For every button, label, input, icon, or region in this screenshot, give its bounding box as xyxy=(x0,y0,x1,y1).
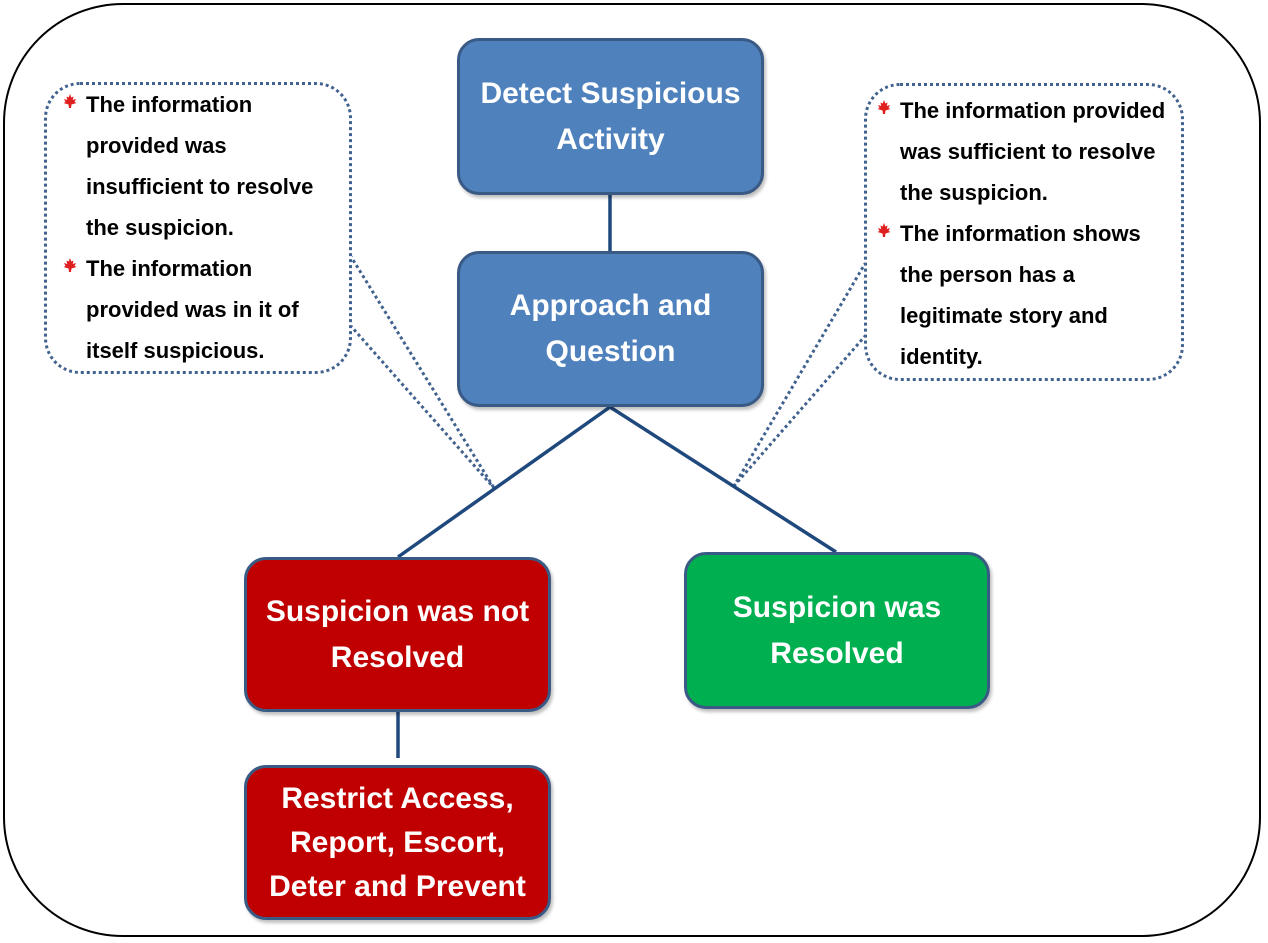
right-callout-list: The information provided was sufficient … xyxy=(876,90,1176,377)
resolved-node-label: Suspicion was Resolved xyxy=(732,590,942,670)
restrict-access-node: Restrict Access, Report, Escort, Deter a… xyxy=(244,765,551,920)
detect-node-label: Detect Suspicious Activity xyxy=(480,76,741,156)
right-callout-text-1: The information provided was sufficient … xyxy=(900,98,1166,205)
suspicion-not-resolved-node: Suspicion was not Resolved xyxy=(244,557,551,712)
maple-leaf-icon xyxy=(63,258,77,272)
maple-leaf-icon xyxy=(877,100,891,114)
left-callout-list: The information provided was insufficien… xyxy=(62,84,346,371)
right-callout-item: The information provided was sufficient … xyxy=(876,90,1176,213)
left-callout-pointer-upper xyxy=(348,254,496,489)
maple-leaf-icon xyxy=(63,94,77,108)
connector-approach-not-resolved xyxy=(396,405,612,559)
not-resolved-node-label: Suspicion was not Resolved xyxy=(265,594,530,674)
left-callout xyxy=(44,82,352,374)
left-callout-text-2: The information provided was in it of it… xyxy=(86,256,299,363)
left-callout-item: The information provided was in it of it… xyxy=(62,248,346,371)
suspicion-resolved-node: Suspicion was Resolved xyxy=(684,552,990,709)
approach-node-label: Approach and Question xyxy=(509,289,712,368)
connector-approach-resolved xyxy=(609,405,837,554)
right-callout-text-2: The information shows the person has a l… xyxy=(900,221,1141,369)
approach-and-question-node: Approach and Question xyxy=(457,251,764,407)
right-callout xyxy=(864,83,1184,381)
detect-suspicious-activity-node: Detect Suspicious Activity xyxy=(457,38,764,195)
right-callout-pointer-upper xyxy=(732,261,868,487)
left-callout-text-1: The information provided was insufficien… xyxy=(86,92,314,240)
left-callout-pointer-lower xyxy=(348,324,496,489)
right-callout-item: The information shows the person has a l… xyxy=(876,213,1176,377)
maple-leaf-icon xyxy=(877,223,891,237)
restrict-node-label: Restrict Access, Report, Escort, Deter a… xyxy=(269,781,526,903)
left-callout-item: The information provided was insufficien… xyxy=(62,84,346,248)
